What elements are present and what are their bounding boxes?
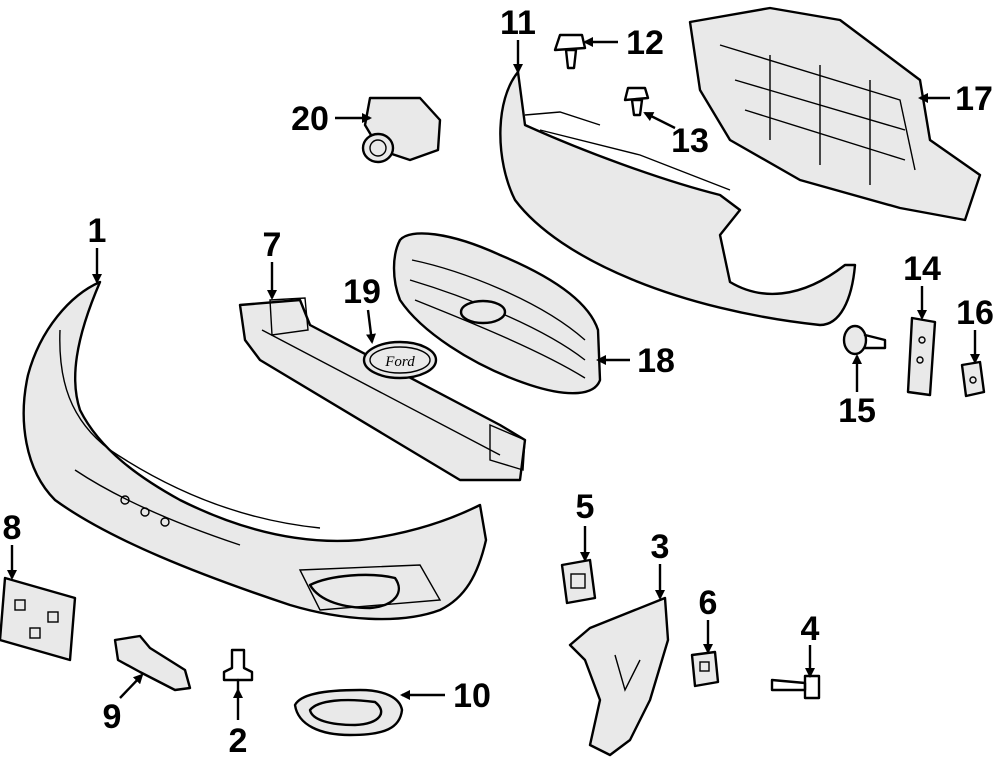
callout-7: 7: [263, 226, 282, 264]
callout-10: 10: [453, 677, 491, 715]
callout-16: 16: [956, 294, 994, 332]
callout-15: 15: [838, 392, 876, 430]
callout-8: 8: [3, 509, 22, 547]
small-bracket-part: [906, 316, 937, 397]
callout-19: 19: [343, 273, 381, 311]
rivet-part: [842, 324, 887, 356]
callout-3: 3: [651, 528, 670, 566]
callout-13: 13: [671, 122, 709, 160]
lower-bracket-part: [113, 634, 192, 692]
callout-1: 1: [88, 212, 107, 250]
sensor-part: [361, 96, 442, 164]
callout-17: 17: [955, 80, 993, 118]
grille-support-part: [688, 6, 982, 222]
callout-11: 11: [500, 4, 536, 42]
callout-4: 4: [801, 610, 820, 648]
grille-part: [392, 232, 602, 395]
fog-lamp-bezel-part: [293, 688, 404, 737]
clip-nut-lower-part: [690, 650, 720, 688]
side-bracket-part: [568, 596, 670, 757]
grille-surround-part: [499, 70, 857, 327]
impact-bar-part: [238, 297, 527, 482]
callout-18: 18: [637, 342, 675, 380]
callout-12: 12: [626, 24, 664, 62]
callout-6: 6: [699, 584, 718, 622]
callout-14: 14: [903, 250, 941, 288]
callout-9: 9: [103, 698, 122, 736]
callout-2: 2: [229, 722, 248, 760]
emblem-part: Ford: [362, 340, 438, 380]
bolt-part: [770, 674, 821, 700]
clip-12-part: [553, 33, 587, 70]
bumper-cover-part: [22, 280, 488, 621]
license-bracket-part: [0, 576, 77, 662]
clip-13-part: [623, 86, 650, 117]
clip-nut-upper-part: [560, 558, 597, 605]
push-pin-part: [222, 648, 254, 692]
callout-5: 5: [576, 488, 595, 526]
clip-16-part: [960, 360, 986, 398]
emblem-text: Ford: [384, 354, 415, 370]
callout-20: 20: [291, 100, 329, 138]
